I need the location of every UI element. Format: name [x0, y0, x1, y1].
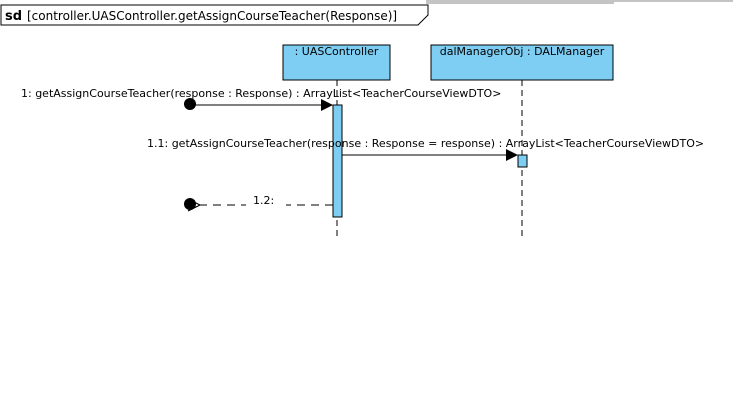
lost-message-dot — [184, 198, 196, 210]
activation-bar[interactable] — [517, 154, 528, 168]
message-1-2[interactable]: 1.2: — [184, 193, 333, 210]
frame-keyword: sd — [5, 9, 22, 24]
frame-title: [controller.UASController.getAssignCours… — [27, 9, 397, 23]
message-label: 1.2: — [253, 194, 274, 207]
activation-bar[interactable] — [332, 104, 343, 218]
message-1[interactable]: 1: getAssignCourseTeacher(response : Res… — [21, 87, 501, 111]
lifeline-dal-manager[interactable]: dalManagerObj : DALManager — [430, 44, 614, 238]
window-tab-strip — [426, 0, 733, 4]
lifeline-head-uas-controller[interactable] — [282, 44, 391, 81]
label-backdrop — [246, 193, 286, 209]
lifeline-label-dal-manager: dalManagerObj : DALManager — [440, 45, 605, 58]
message-1-1[interactable]: 1.1: getAssignCourseTeacher(response : R… — [147, 137, 704, 161]
lifeline-label-uas-controller: : UASController — [295, 45, 379, 58]
found-message-dot — [184, 98, 196, 110]
lifeline-uas-controller[interactable]: : UASController — [282, 44, 391, 238]
message-label: 1: getAssignCourseTeacher(response : Res… — [21, 87, 501, 100]
sequence-frame-header: sd [controller.UASController.getAssignCo… — [0, 4, 429, 26]
lifeline-head-dal-manager[interactable] — [430, 44, 614, 81]
message-label: 1.1: getAssignCourseTeacher(response : R… — [147, 137, 704, 150]
